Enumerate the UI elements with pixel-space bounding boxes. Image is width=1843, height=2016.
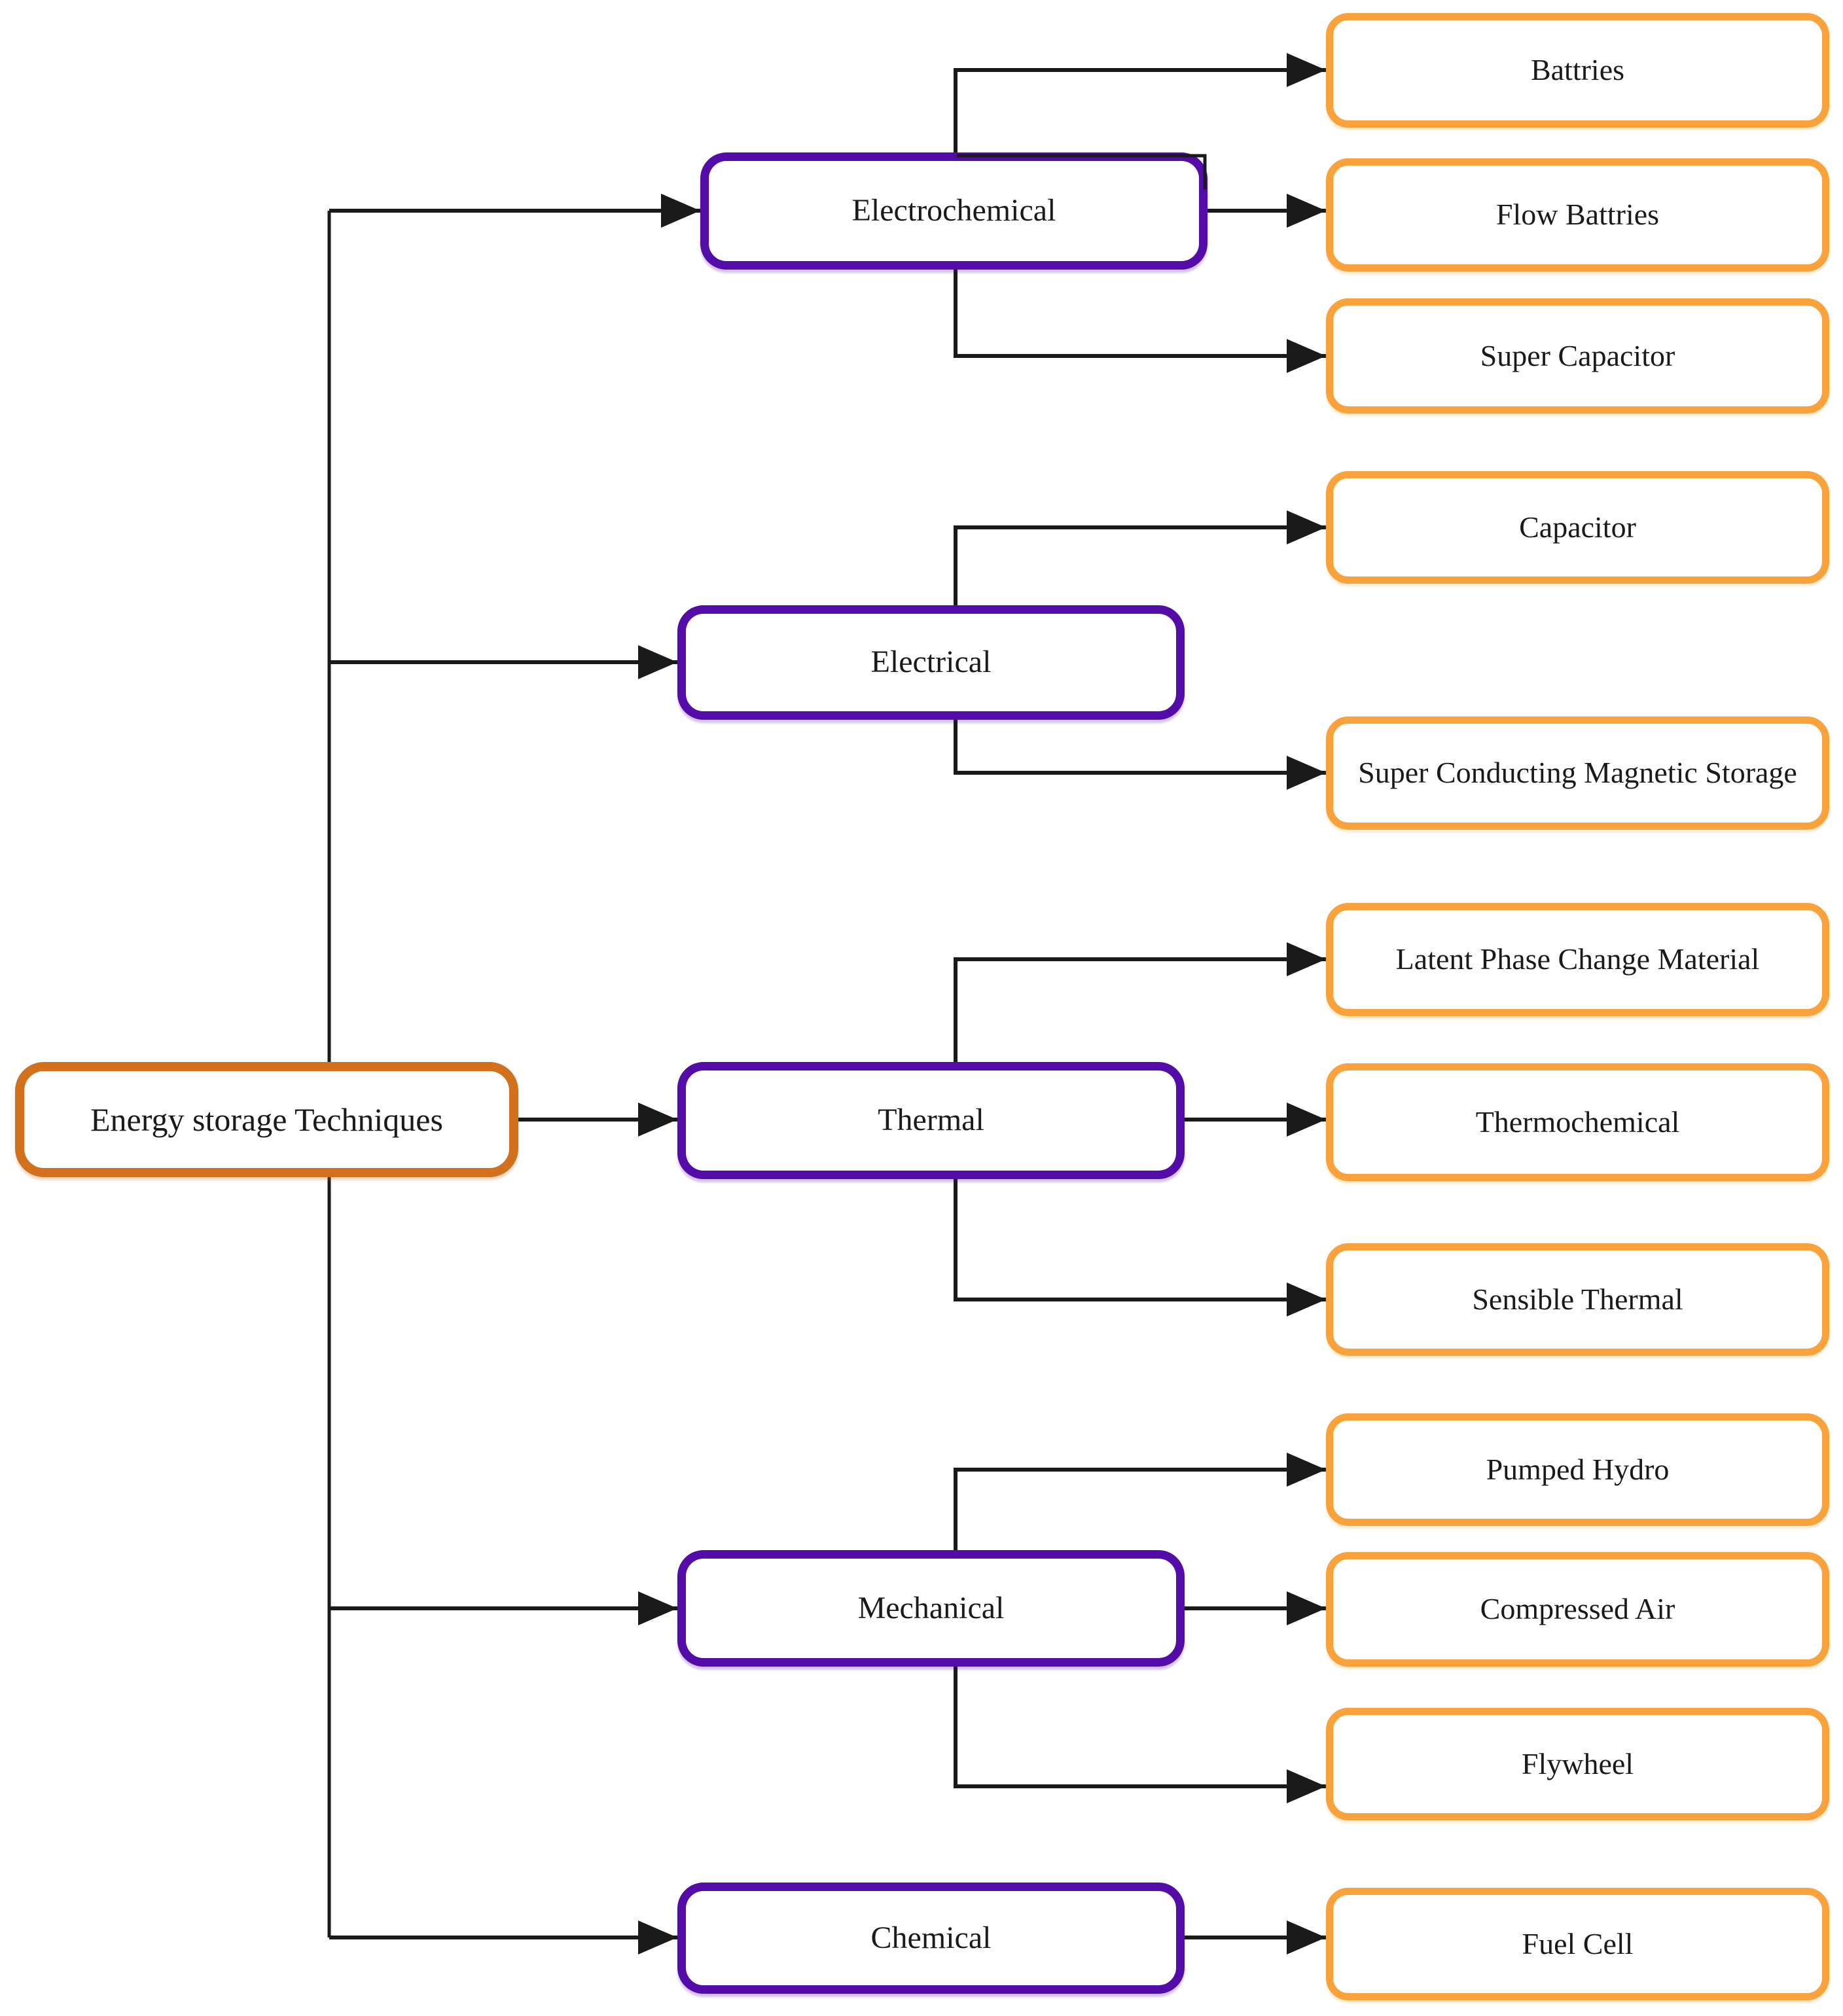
node-label: Chemical <box>870 1920 992 1955</box>
node-thermochemical: Thermochemical <box>1326 1063 1829 1181</box>
node-super-conducting-magnetic-storage: Super Conducting Magnetic Storage <box>1326 716 1829 830</box>
node-label: Super Capacitor <box>1480 338 1675 372</box>
connector-mechanical-to-pumped-hydro <box>954 1453 1326 1550</box>
connector-thermal-to-latent <box>954 942 1326 1062</box>
node-electrical: Electrical <box>677 605 1185 720</box>
node-label: Flow Battries <box>1495 198 1660 232</box>
node-label: Electrical <box>870 645 992 680</box>
node-latent-phase-change-material: Latent Phase Change Material <box>1326 903 1829 1016</box>
connector-electrochemical-to-battries <box>954 53 1326 152</box>
node-sensible-thermal: Sensible Thermal <box>1326 1243 1829 1356</box>
connector-thermal-to-sensible-thermal <box>954 1179 1326 1317</box>
node-label: Latent Phase Change Material <box>1395 942 1760 976</box>
node-fuel-cell: Fuel Cell <box>1326 1888 1829 2000</box>
node-super-capacitor: Super Capacitor <box>1326 298 1829 414</box>
connector-electrical-to-scms <box>954 720 1326 790</box>
node-compressed-air: Compressed Air <box>1326 1552 1829 1667</box>
node-label: Thermochemical <box>1475 1105 1680 1139</box>
node-thermal: Thermal <box>677 1062 1185 1179</box>
node-pumped-hydro: Pumped Hydro <box>1326 1413 1829 1526</box>
node-label: Pumped Hydro <box>1486 1452 1670 1486</box>
node-label: Thermal <box>878 1103 984 1138</box>
node-label: Capacitor <box>1519 510 1636 544</box>
connector-mechanical-to-flywheel <box>954 1667 1326 1803</box>
node-label: Flywheel <box>1521 1746 1634 1780</box>
node-capacitor: Capacitor <box>1326 471 1829 584</box>
node-label: Sensible Thermal <box>1472 1282 1683 1316</box>
node-label: Fuel Cell <box>1522 1926 1634 1960</box>
node-flywheel: Flywheel <box>1326 1708 1829 1820</box>
node-flow-battries: Flow Battries <box>1326 158 1829 272</box>
node-mechanical: Mechanical <box>677 1550 1185 1667</box>
connector-electrochemical-to-super-capacitor <box>954 270 1326 373</box>
node-electrochemical: Electrochemical <box>700 152 1208 270</box>
node-label: Electrochemical <box>851 193 1056 228</box>
node-energy-storage-techniques: Energy storage Techniques <box>15 1062 518 1177</box>
node-label: Compressed Air <box>1480 1592 1675 1626</box>
node-label: Energy storage Techniques <box>90 1101 443 1138</box>
connector-electrical-to-capacitor <box>954 510 1326 605</box>
node-label: Super Conducting Magnetic Storage <box>1358 756 1797 790</box>
node-label: Battries <box>1530 53 1625 87</box>
node-chemical: Chemical <box>677 1883 1185 1994</box>
node-label: Mechanical <box>857 1590 1005 1625</box>
node-battries: Battries <box>1326 13 1829 128</box>
